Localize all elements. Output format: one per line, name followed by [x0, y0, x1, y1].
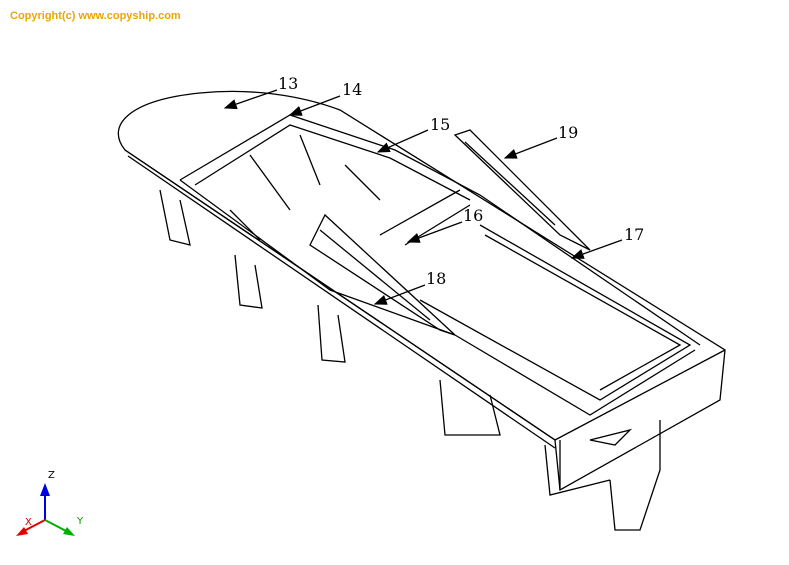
y-arrow-icon — [63, 527, 75, 536]
y-axis — [44, 519, 69, 533]
callout-15: 15 — [376, 115, 450, 153]
copyright-text: Copyright(c) www.copyship.com — [10, 10, 181, 22]
callout-label: 17 — [624, 225, 644, 244]
x-axis — [21, 519, 46, 533]
z-label: Z — [48, 470, 55, 481]
x-arrow-icon — [16, 527, 28, 536]
callout-label: 16 — [463, 206, 483, 225]
callout-label: 15 — [430, 115, 450, 134]
callout-13: 13 — [223, 74, 298, 110]
callout-label: 18 — [426, 269, 446, 288]
callout-18: 18 — [373, 269, 446, 305]
callout-16: 16 — [406, 206, 483, 243]
callout-label: 14 — [342, 80, 362, 99]
axis-triad: Z X Y — [16, 470, 84, 536]
callout-label: 13 — [278, 74, 298, 93]
y-label: Y — [76, 516, 84, 527]
x-label: X — [25, 517, 32, 528]
callout-14: 14 — [288, 80, 362, 116]
z-arrow-icon — [40, 483, 50, 496]
callout-label: 19 — [558, 123, 578, 142]
hull-drawing — [117, 90, 726, 531]
callout-17: 17 — [570, 225, 644, 259]
callout-19: 19 — [503, 123, 578, 159]
